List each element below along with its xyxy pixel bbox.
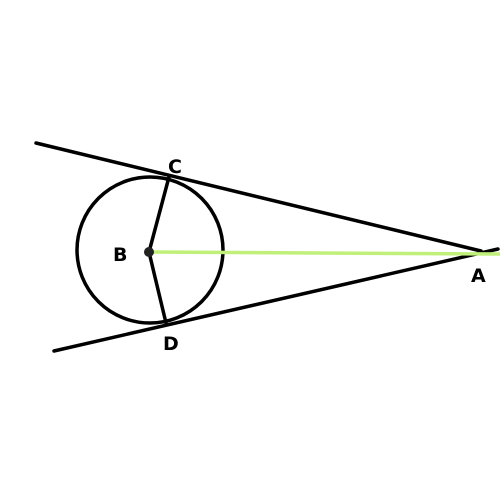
tangent-line-da <box>52 247 500 353</box>
label-b: B <box>113 244 127 266</box>
circle <box>75 175 225 325</box>
label-c: C <box>168 156 182 178</box>
tangent-line-ca <box>34 141 483 253</box>
radius-bd <box>147 250 168 325</box>
radius-bc <box>147 175 171 254</box>
center-point-b <box>144 247 154 257</box>
label-d: D <box>163 333 179 355</box>
label-a: A <box>471 265 486 287</box>
segment-ba <box>148 250 500 256</box>
